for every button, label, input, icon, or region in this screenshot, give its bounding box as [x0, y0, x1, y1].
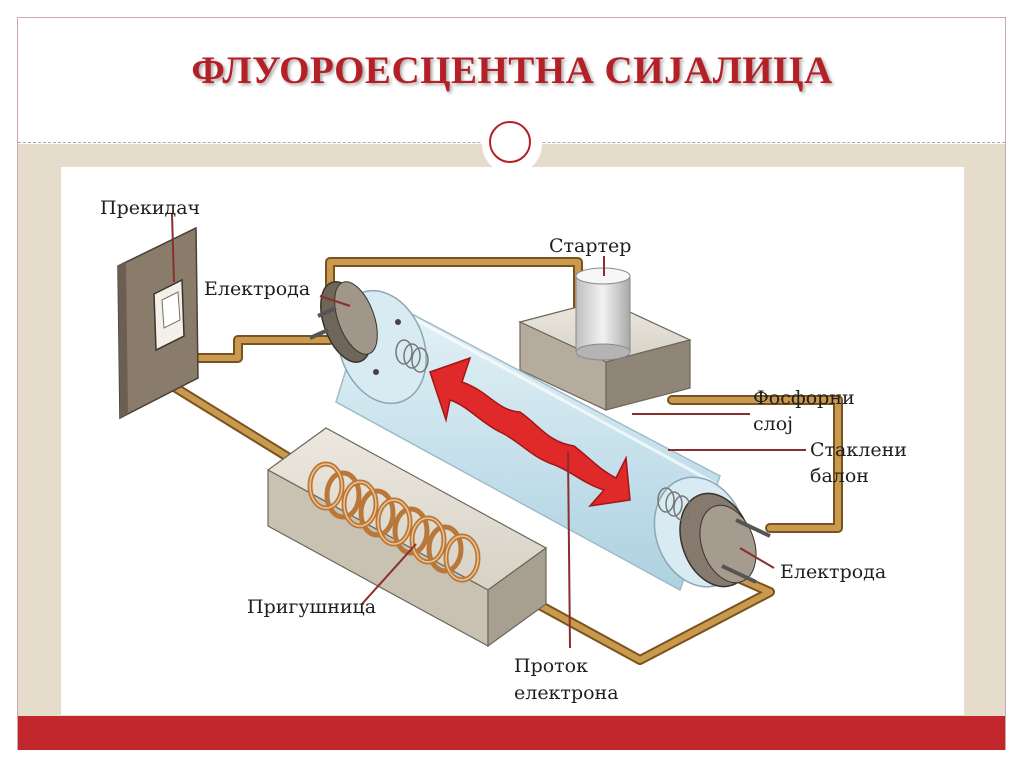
label-switch: Прекидач: [100, 197, 200, 219]
leader-switch: [171, 213, 175, 283]
label-phosphor-line2: слој: [753, 413, 793, 435]
switch: [117, 226, 199, 420]
label-starter: Стартер: [549, 235, 631, 257]
label-flow-line2: електрона: [514, 682, 619, 704]
divider-ring-icon: [489, 121, 531, 163]
left-electrode: [309, 281, 378, 363]
footer-bar: [18, 716, 1005, 750]
electron-flow-arrow: [429, 356, 631, 508]
right-filament: [657, 487, 691, 521]
starter-cylinder: [575, 275, 631, 353]
ballast: [266, 427, 548, 648]
leader-electrode-left: [319, 295, 351, 307]
leader-electrode-right: [739, 547, 775, 569]
slide-title: ФЛУОРОЕСЦЕНТНА СИЈАЛИЦА: [191, 49, 833, 92]
leader-ballast: [361, 543, 417, 605]
phosphor-layer-edge: [379, 298, 717, 486]
label-phosphor-line1: Фосфорни: [753, 387, 855, 409]
starter: [518, 267, 692, 411]
label-electrode-left: Електрода: [204, 278, 310, 300]
label-ballast: Пригушница: [247, 596, 376, 618]
leader-lines: [171, 213, 806, 649]
label-electrode-right: Електрода: [780, 561, 886, 583]
right-electrode: [653, 476, 771, 588]
leader-flow: [567, 451, 571, 649]
label-flow-line1: Проток: [514, 655, 588, 677]
ballast-side: [487, 546, 547, 648]
wiring: [145, 257, 843, 665]
label-glass-line2: балон: [810, 465, 869, 487]
label-glass-line1: Стаклени: [810, 439, 907, 461]
left-filament: [395, 339, 429, 373]
starter-base-side: [605, 339, 691, 411]
